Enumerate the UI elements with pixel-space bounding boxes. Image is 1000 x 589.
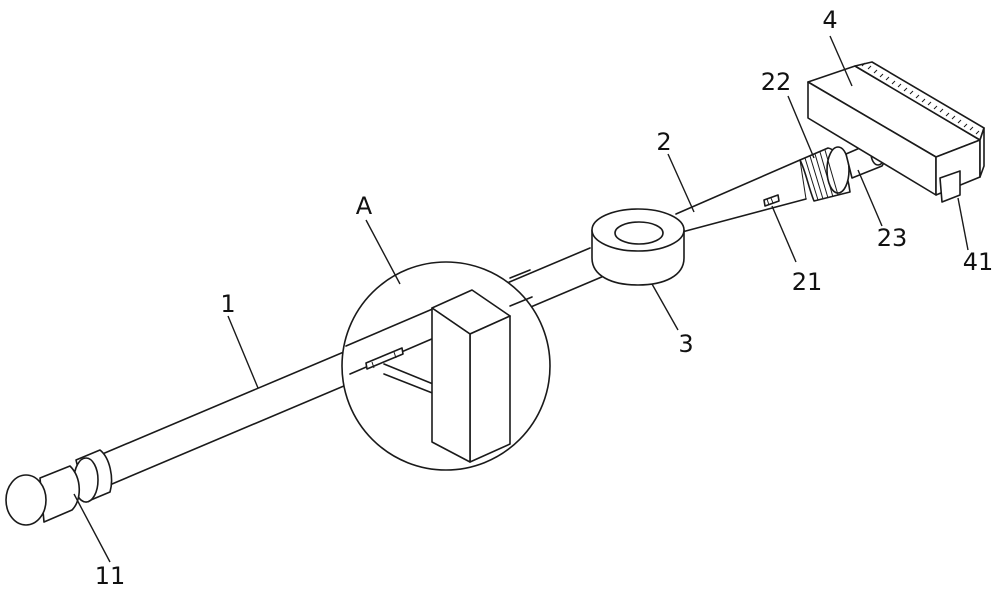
label-main-rod: 1: [220, 290, 235, 318]
label-detail: A: [356, 192, 373, 220]
detail-circle: [341, 261, 551, 471]
extension-rod: [675, 159, 807, 233]
label-extension-rod: 2: [656, 128, 671, 156]
label-end-cap: 11: [95, 562, 126, 589]
slot: [763, 194, 780, 207]
knurled-collar: [799, 146, 851, 202]
ring-housing: [591, 208, 685, 286]
bristle-strip: [854, 61, 985, 203]
label-brush-head: 4: [822, 6, 837, 34]
label-ring-housing: 3: [678, 330, 693, 358]
end-cap: [5, 449, 113, 526]
leader-lines: [73, 35, 969, 563]
brush-head: [807, 65, 981, 196]
label-neck: 23: [877, 224, 908, 252]
label-bristle-strip: 41: [963, 248, 994, 276]
label-knurled-collar: 22: [761, 68, 792, 96]
label-slot: 21: [792, 268, 823, 296]
